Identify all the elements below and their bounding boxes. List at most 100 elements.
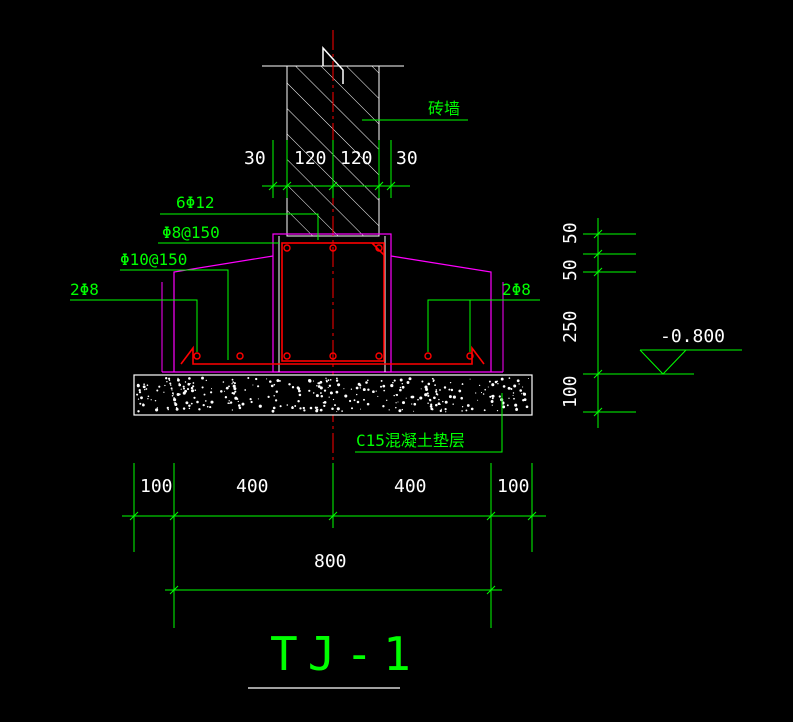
cushion-speck [177, 378, 180, 382]
cushion-speck [405, 397, 407, 399]
right-tick-3 [593, 267, 603, 277]
cushion-speck [425, 387, 429, 392]
cushion-speck [176, 393, 180, 396]
cushion-speck [171, 394, 174, 397]
long-bar-4 [283, 352, 291, 360]
cushion-speck [291, 386, 295, 389]
cushion-speck [426, 392, 429, 395]
cushion-speck [297, 399, 300, 403]
cushion-speck [427, 394, 430, 397]
cushion-speck [275, 390, 279, 393]
cushion-speck [194, 389, 197, 391]
bottom-dim-2: 400 [394, 476, 427, 497]
elevation-marker [639, 349, 742, 375]
cushion-speck [482, 393, 485, 395]
cushion-speck [203, 393, 206, 396]
cushion-leader [355, 393, 503, 453]
cushion-speck [173, 398, 177, 402]
cushion-speck [435, 393, 438, 396]
cushion-speck [460, 396, 463, 400]
cushion-speck [204, 400, 207, 402]
bottom-tick-2 [169, 511, 179, 521]
cushion-speck [502, 405, 506, 409]
cushion-speck [147, 398, 149, 400]
rebar-group [180, 242, 485, 365]
cushion-speck [332, 398, 335, 401]
cushion-speck [461, 410, 463, 412]
cushion-speck [510, 388, 513, 390]
cushion-speck [430, 403, 433, 406]
cushion-speck [491, 383, 495, 387]
top-tick-4 [374, 181, 384, 191]
stirrup-label: Φ8@150 [162, 223, 220, 242]
cushion-speck [329, 378, 332, 381]
side-bar-4 [466, 352, 474, 360]
cushion-speck [480, 392, 483, 394]
cushion-speck [315, 408, 319, 411]
cushion-speck [291, 406, 294, 410]
cushion-speck [323, 404, 326, 408]
longitudinal-bar-label: 6Φ12 [176, 193, 215, 212]
cushion-speck [139, 402, 142, 405]
cushion-speck [308, 389, 311, 392]
cushion-speck [519, 389, 522, 392]
cushion-speck [385, 399, 388, 402]
cushion-speck [314, 406, 318, 409]
cushion-speck [168, 379, 171, 381]
cushion-speck [172, 394, 174, 396]
cushion-speck [225, 387, 228, 390]
side-bar-left-label: 2Φ8 [70, 280, 99, 299]
cushion-speck [442, 400, 444, 403]
cushion-speck [359, 387, 361, 389]
cushion-speck [317, 385, 321, 388]
cushion-speck [201, 376, 204, 380]
cushion-speck [228, 385, 230, 388]
cushion-speck [210, 400, 214, 404]
cushion-speck [353, 399, 356, 402]
cushion-speck [252, 384, 254, 386]
long-bar-3 [375, 244, 383, 252]
cushion-speck [198, 408, 201, 411]
cushion-speck [163, 391, 165, 393]
long-bar-1 [283, 244, 291, 252]
cushion-speck [308, 379, 312, 383]
cushion-speck [316, 406, 319, 409]
cushion-speck [399, 378, 403, 382]
cushion-speck [506, 404, 509, 407]
cushion-speck [382, 384, 386, 388]
cushion-speck [188, 404, 191, 408]
cushion-speck [365, 381, 368, 384]
cushion-speck [522, 399, 525, 402]
stirrup-hook [371, 242, 385, 256]
cushion-speck [344, 394, 348, 398]
cushion-speck [334, 404, 336, 407]
cushion-speck [516, 379, 520, 383]
cushion-speck [138, 389, 141, 392]
cushion-speck [525, 405, 529, 409]
cushion-speck [302, 406, 305, 410]
cushion-speck [410, 395, 414, 399]
cushion-speck [420, 388, 422, 390]
cushion-speck [319, 386, 323, 390]
cushion-speck [288, 383, 291, 386]
cushion-speck [196, 400, 199, 404]
cushion-speck [136, 384, 140, 388]
cushion-speck [279, 405, 282, 408]
cushion-speck [494, 380, 498, 384]
side-bar-left-leader [70, 299, 198, 352]
cushion-speck [491, 394, 495, 398]
cushion-speck [392, 381, 394, 384]
cushion-speck [431, 377, 434, 380]
cushion-speck [309, 406, 313, 410]
cushion-speck [182, 407, 186, 410]
cushion-speck [323, 401, 327, 404]
cushion-speck [508, 377, 511, 379]
cushion-speck [233, 382, 236, 385]
cushion-speck [444, 400, 448, 404]
concrete-cushion [133, 374, 533, 416]
right-dim-3: 100 [560, 375, 581, 408]
cushion-speck [478, 384, 481, 387]
cushion-speck [413, 402, 417, 406]
cushion-speck [237, 400, 239, 403]
cushion-speck [227, 402, 230, 405]
